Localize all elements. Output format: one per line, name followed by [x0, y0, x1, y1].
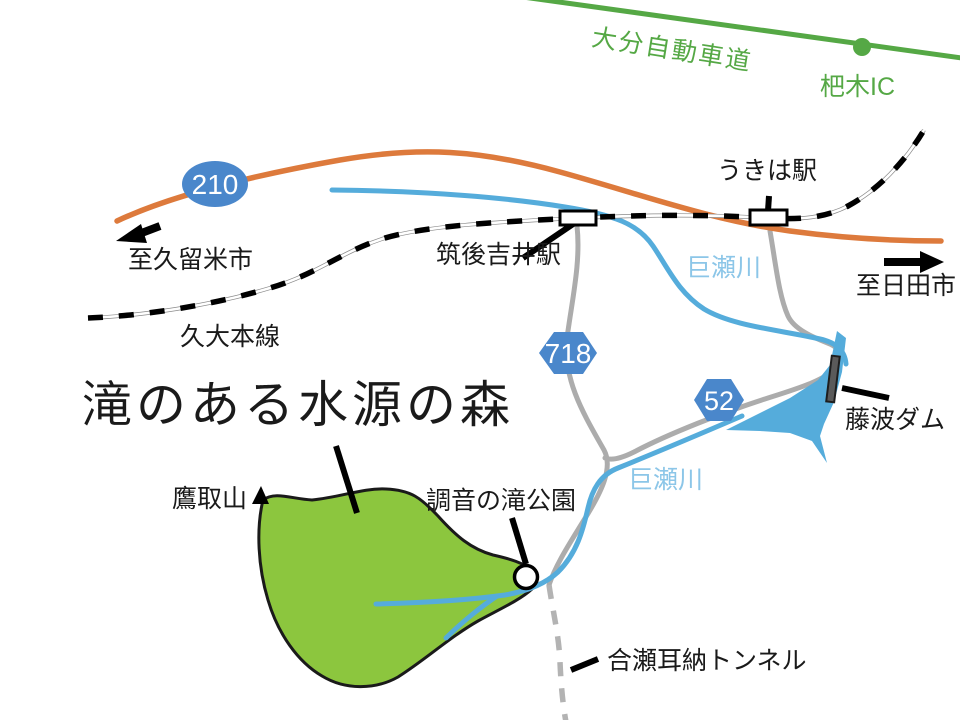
- river-label-lower: 巨瀬川: [628, 466, 703, 494]
- river-upper: [329, 187, 849, 367]
- arrow-left-icon: [116, 222, 162, 243]
- route-52-badge: [694, 379, 744, 421]
- map-title: 滝のある水源の森: [82, 377, 514, 433]
- road-from-chikugo-yoshii: [546, 223, 610, 588]
- route-718-badge: [539, 332, 597, 374]
- dam-label: 藤波ダム: [845, 406, 945, 434]
- river-tributary: [443, 593, 500, 641]
- mountain-peak-icon: [252, 486, 269, 504]
- river-label-upper: 巨瀬川: [686, 254, 761, 282]
- route-210-badge: [182, 161, 248, 207]
- interchange-dot: [853, 38, 871, 56]
- national-road-210: [114, 149, 944, 244]
- station-chikugo-yoshii-label: 筑後吉井駅: [436, 241, 561, 269]
- dam-marker: [825, 354, 841, 404]
- park-marker: [512, 563, 540, 591]
- dam-pointer: [841, 385, 890, 401]
- title-pointer: [333, 445, 360, 514]
- forest-area: [257, 487, 539, 689]
- park-label: 調音の滝公園: [426, 487, 576, 515]
- station-chikugo-yoshii-marker: [558, 209, 598, 227]
- arrow-right-icon: [884, 251, 944, 273]
- expressway-label: 大分自動車道: [590, 23, 754, 76]
- interchange-label: 杷木IC: [820, 73, 895, 101]
- dest-kurume-label: 至久留米市: [128, 246, 253, 274]
- tunnel-pointer: [569, 656, 600, 673]
- river-lower: [373, 413, 745, 607]
- route-210-badge-label: 210: [192, 169, 239, 200]
- railway-casing-inner: [87, 129, 926, 320]
- tunnel-dashed-road: [546, 584, 569, 720]
- route-718-badge-label: 718: [545, 338, 592, 369]
- station-ukiha-label: うきは駅: [717, 157, 817, 185]
- dam-reservoir: [726, 331, 846, 463]
- expressway-line: [526, 0, 960, 61]
- mountain-label: 鷹取山: [172, 485, 247, 513]
- park-pointer: [509, 517, 529, 565]
- tunnel-label: 合瀬耳納トンネル: [607, 647, 807, 675]
- dest-hita-label: 至日田市: [856, 272, 956, 300]
- railway-label: 久大本線: [180, 323, 280, 351]
- station-ukiha-marker: [748, 208, 789, 227]
- route-52-badge-label: 52: [704, 386, 734, 416]
